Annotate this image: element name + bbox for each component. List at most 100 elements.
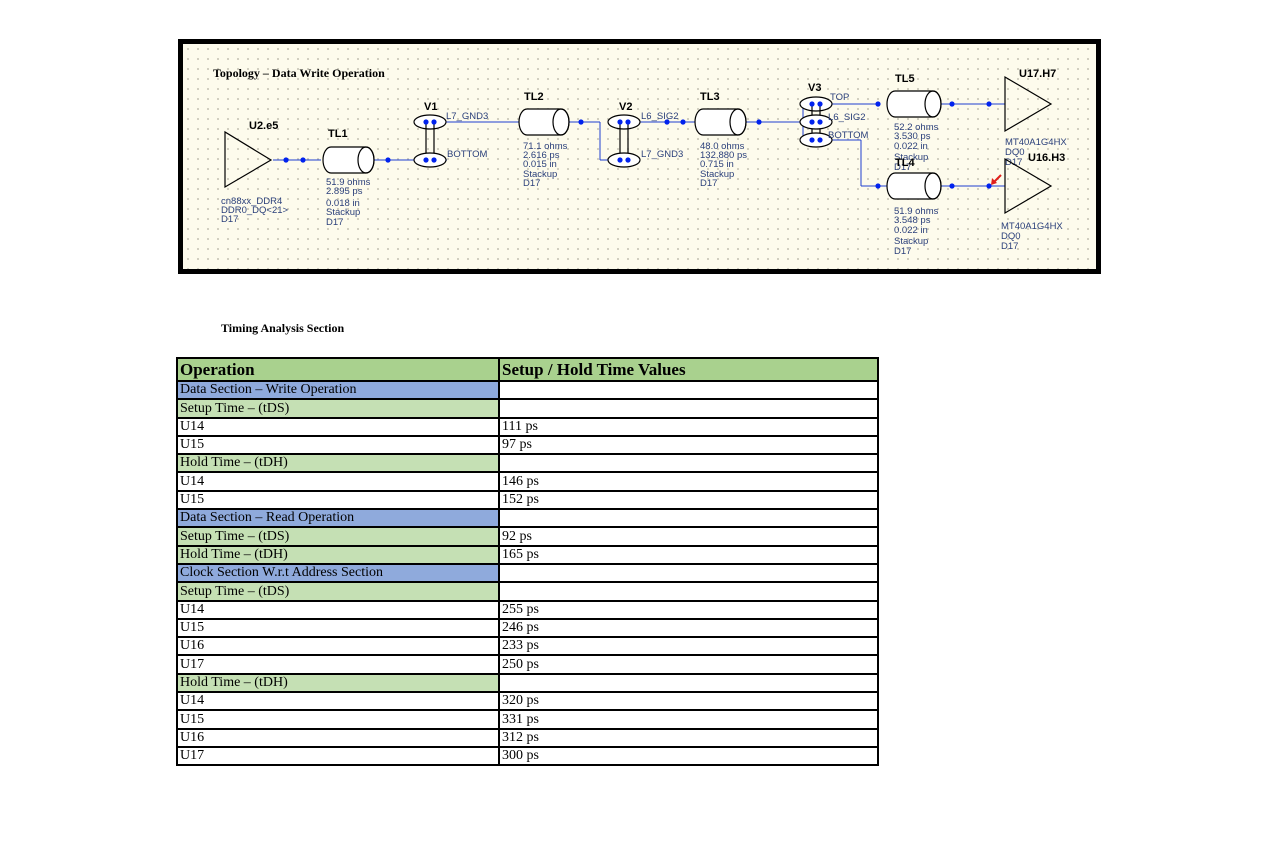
tl5-cylinder-icon — [886, 90, 942, 118]
topology-diagram: Topology – Data Write Operation U2 — [178, 39, 1101, 274]
driver-u2-e5: U2.e5 cn88xx_DDR4 DDR0_DQ<21> D17 — [221, 120, 289, 225]
value-cell — [498, 508, 879, 529]
v2-via-bottom-icon — [607, 152, 641, 168]
v3-top-layer: TOP — [830, 92, 849, 103]
tl4-line-3: 0.022 in — [894, 225, 928, 236]
u17-ref: U17.H7 — [1019, 68, 1056, 80]
timing-table: Operation Setup / Hold Time Values Data … — [176, 357, 879, 767]
operation-cell: U17 — [176, 745, 500, 767]
tl5-line-5: D17 — [894, 162, 911, 173]
value-cell: 320 ps — [498, 691, 879, 712]
u16-line-1: MT40A1G4HX — [1001, 221, 1063, 232]
table-row: Data Section – Read Operation — [176, 508, 879, 529]
value-cell: 233 ps — [498, 636, 879, 657]
tl5-line-4: Stackup — [894, 152, 928, 163]
value-cell — [498, 672, 879, 694]
tl3-cylinder-icon — [694, 108, 747, 136]
value-cell — [498, 562, 879, 584]
operation-cell: U14 — [176, 691, 500, 712]
operation-cell: U15 — [176, 434, 500, 456]
driver-buffer-icon — [224, 130, 273, 189]
probe-marker-icon — [991, 174, 1002, 185]
table-row: Hold Time – (tDH) — [176, 672, 879, 694]
operation-cell: U15 — [176, 617, 500, 639]
tl2-line-4: Stackup — [523, 169, 557, 180]
value-cell: 246 ps — [498, 617, 879, 639]
value-cell: 111 ps — [498, 416, 879, 437]
value-cell: 165 ps — [498, 544, 879, 565]
transmission-line-tl5: TL5 52.2 ohms 3.530 ps 0.022 in Stackup … — [886, 73, 942, 173]
operation-cell: U14 — [176, 599, 500, 620]
table-row: Hold Time – (tDH) — [176, 453, 879, 474]
timing-table-header: Operation Setup / Hold Time Values — [176, 357, 879, 382]
v3-via-bottom-icon — [799, 132, 833, 148]
value-cell: 331 ps — [498, 709, 879, 730]
operation-cell: U17 — [176, 654, 500, 675]
tl1-cylinder-icon — [322, 146, 375, 174]
v2-ref: V2 — [619, 101, 632, 113]
operation-cell: U14 — [176, 471, 500, 492]
tl2-line-1: 71.1 ohms — [523, 141, 568, 152]
receiver-u17-h7: U17.H7 MT40A1G4HX DQ0 D17 — [1004, 68, 1067, 168]
u16-line-3: D17 — [1001, 241, 1018, 252]
table-row: Hold Time – (tDH)165 ps — [176, 544, 879, 565]
value-cell — [498, 379, 879, 401]
tl3-line-3: 0.715 in — [700, 159, 734, 170]
transmission-line-tl2: TL2 71.1 ohms 2.616 ps 0.015 in Stackup … — [518, 91, 570, 189]
topology-title: Topology – Data Write Operation — [213, 66, 385, 80]
u16-line-2: DQ0 — [1001, 231, 1021, 242]
operation-cell: Hold Time – (tDH) — [176, 672, 500, 694]
table-row: Setup Time – (tDS) — [176, 398, 879, 419]
v2-via-top-icon — [607, 114, 641, 130]
operation-cell: Setup Time – (tDS) — [176, 581, 500, 602]
v1-top-layer: L7_GND3 — [446, 111, 488, 122]
v1-ref: V1 — [424, 101, 437, 113]
tl3-line-1: 48.0 ohms — [700, 141, 745, 152]
v3-ref: V3 — [808, 82, 821, 94]
value-cell: 97 ps — [498, 434, 879, 456]
tl4-line-5: D17 — [894, 246, 911, 257]
tl2-line-5: D17 — [523, 178, 540, 189]
via-v3: V3 TOP L6_SIG2 BOTTOM — [799, 82, 869, 148]
value-cell: 92 ps — [498, 526, 879, 547]
tl5-line-2: 3.530 ps — [894, 131, 931, 142]
via-v1: V1 L7_GND3 BOTTOM — [413, 101, 488, 168]
table-row: Setup Time – (tDS) — [176, 581, 879, 602]
value-cell — [498, 453, 879, 474]
driver-ref: U2.e5 — [249, 120, 278, 132]
table-row: Setup Time – (tDS)92 ps — [176, 526, 879, 547]
tl3-line-5: D17 — [700, 178, 717, 189]
operation-cell: Hold Time – (tDH) — [176, 453, 500, 474]
operation-cell: Setup Time – (tDS) — [176, 526, 500, 547]
value-cell: 146 ps — [498, 471, 879, 492]
value-cell — [498, 581, 879, 602]
value-cell: 312 ps — [498, 727, 879, 748]
tl5-line-3: 0.022 in — [894, 141, 928, 152]
v3-mid-layer: L6_SIG2 — [828, 112, 866, 123]
tl4-line-1: 51.9 ohms — [894, 206, 939, 217]
transmission-line-tl1: TL1 51.9 ohms 2.895 ps 0.018 in Stackup … — [322, 128, 375, 228]
tl1-line-4: Stackup — [326, 207, 360, 218]
tl4-ref: TL4 — [895, 157, 915, 169]
value-cell: 255 ps — [498, 599, 879, 620]
receiver-u16-h3: U16.H3 MT40A1G4HX DQ0 D17 — [991, 152, 1065, 252]
schematic-canvas: Topology – Data Write Operation U2 — [213, 66, 1067, 257]
transmission-line-tl4: TL4 51.9 ohms 3.548 ps 0.022 in Stackup … — [886, 157, 942, 257]
v3-via-top-icon — [799, 96, 833, 112]
tl5-ref: TL5 — [895, 73, 915, 85]
tl5-line-1: 52.2 ohms — [894, 122, 939, 133]
tl3-ref: TL3 — [700, 91, 720, 103]
driver-line-1: cn88xx_DDR4 — [221, 196, 282, 207]
tl1-line-5: D17 — [326, 217, 343, 228]
value-cell: 152 ps — [498, 489, 879, 511]
